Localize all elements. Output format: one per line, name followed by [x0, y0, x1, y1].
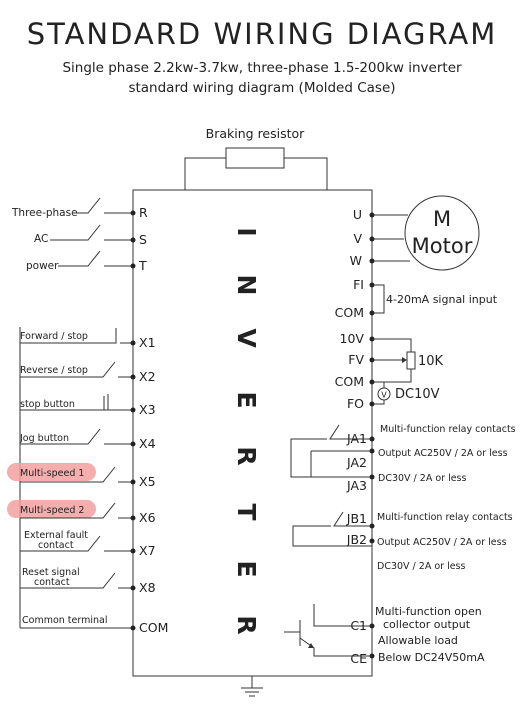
inverter-letter: E [232, 391, 261, 408]
highlight-multi-speed-2 [7, 500, 96, 518]
input-label-multi-speed-1: Multi-speed 1 [20, 468, 84, 479]
terminal-com-fi: COM [335, 305, 364, 320]
terminal-u: U [353, 207, 362, 222]
terminal-ja3: JA3 [346, 478, 367, 493]
inverter-letters: I N V E R T E R [232, 227, 261, 634]
terminal-ja2: JA2 [346, 455, 367, 470]
terminal-s: S [139, 232, 147, 247]
relay-ja-desc-3: DC30V / 2A or less [378, 473, 467, 484]
inverter-box [132, 189, 373, 677]
power-label-ac: AC [34, 233, 48, 245]
inverter-letter: N [232, 275, 261, 296]
open-collector-section: Multi-function open C1 collector output … [284, 604, 485, 666]
input-label-reset-signal-line-2: contact [34, 577, 70, 588]
inverter-letter: T [232, 503, 261, 520]
dc10v-label: DC10V [395, 387, 440, 402]
open-collector-desc-1: Multi-function open [375, 605, 482, 618]
terminal-jb2: JB2 [346, 532, 367, 547]
common-terminal-label: Common terminal [22, 615, 108, 626]
voltmeter-symbol-label: V [381, 391, 387, 400]
terminal-t: T [138, 258, 147, 273]
terminal-x8: X8 [139, 580, 156, 595]
terminal-x7: X7 [139, 543, 156, 558]
potentiometer-label: 10K [418, 354, 444, 369]
motor-m-label: M [433, 207, 451, 231]
terminal-w: W [350, 253, 362, 268]
relay-ja-section: Multi-function relay contacts JA1 Output… [290, 424, 516, 493]
inverter-letter: R [232, 615, 261, 634]
subtitle-line-2: standard wiring diagram (Molded Case) [128, 80, 395, 96]
analog-section: FI COM 4-20mA signal input 10V FV COM FO… [335, 277, 498, 411]
input-label-multi-speed-2: Multi-speed 2 [20, 505, 84, 516]
open-collector-desc-3: Allowable load [378, 634, 458, 647]
potentiometer-symbol [406, 351, 416, 370]
input-label-external-fault-line-2: contact [38, 540, 74, 551]
terminal-v: V [353, 231, 362, 246]
relay-jb-desc-2: Output AC250V / 2A or less [377, 537, 507, 548]
relay-jb-desc-3: DC30V / 2A or less [377, 561, 466, 572]
input-label-stop-button: stop button [20, 399, 75, 410]
open-collector-desc-2: collector output [383, 618, 471, 631]
ground-symbol [241, 676, 263, 697]
terminal-x1: X1 [139, 335, 156, 350]
braking-resistor-symbol [184, 147, 328, 190]
open-collector-desc-4: Below DC24V50mA [378, 651, 485, 664]
terminal-com-fv: COM [335, 374, 364, 389]
signal-input-label: 4-20mA signal input [386, 293, 498, 306]
terminal-x2: X2 [139, 369, 156, 384]
power-input: Three-phase AC power R S T [11, 197, 148, 273]
inverter-letter: R [232, 446, 261, 465]
terminal-r: R [139, 205, 148, 220]
terminal-x3: X3 [139, 402, 156, 417]
relay-jb-desc-1: Multi-function relay contacts [377, 512, 513, 523]
terminal-fv: FV [348, 352, 364, 367]
power-label-power: power [26, 260, 59, 272]
input-label-reverse-stop: Reverse / stop [20, 365, 88, 376]
terminal-com-left: COM [139, 620, 168, 635]
input-label-reset-signal-line-1: Reset signal [22, 567, 80, 578]
terminal-x6: X6 [139, 510, 156, 525]
terminal-ce: CE [350, 651, 367, 666]
relay-jb-section: Multi-function relay contacts JB1 Output… [292, 511, 513, 572]
highlight-multi-speed-1 [7, 463, 96, 481]
inverter-letter: E [232, 560, 261, 577]
motor-symbol [404, 195, 480, 271]
page-title: STANDARD WIRING DIAGRAM [27, 17, 498, 51]
terminal-jb1: JB1 [346, 511, 367, 526]
motor-label: Motor [412, 234, 473, 258]
terminal-x4: X4 [139, 436, 156, 451]
input-label-forward-stop: Forward / stop [20, 331, 88, 342]
motor-section: U V W M Motor [350, 195, 480, 271]
subtitle-line-1: Single phase 2.2kw-3.7kw, three-phase 1.… [62, 60, 462, 76]
terminal-10v: 10V [340, 331, 365, 346]
power-label-three-phase: Three-phase [11, 207, 78, 219]
relay-ja-desc-2: Output AC250V / 2A or less [378, 448, 508, 459]
input-label-jog-button: Jog button [19, 433, 69, 444]
braking-resistor-label: Braking resistor [206, 126, 306, 141]
input-label-external-fault-line-1: External fault [24, 530, 88, 541]
terminal-fo: FO [347, 396, 364, 411]
digital-inputs: Forward / stop X1 Reverse / stop X2 stop… [7, 327, 168, 635]
inverter-letter: I [232, 227, 261, 236]
relay-ja-desc-1: Multi-function relay contacts [380, 424, 516, 435]
inverter-letter: V [232, 328, 261, 348]
terminal-fi: FI [353, 277, 364, 292]
terminal-x5: X5 [139, 474, 156, 489]
